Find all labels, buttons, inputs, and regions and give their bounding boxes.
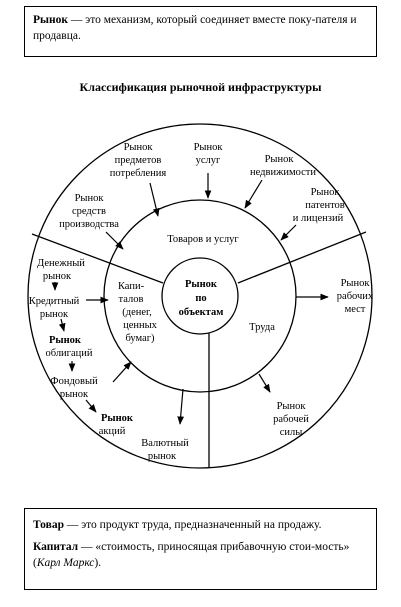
svg-text:Рынок: Рынок <box>311 187 341 198</box>
label-consumer-goods: Рынок предметов потребления <box>110 142 167 179</box>
label-credit-market: Кредитный рынок <box>29 296 80 320</box>
goods-text: — это продукт труда, предназначенный на … <box>63 519 322 531</box>
svg-text:Рынок: Рынок <box>277 401 307 412</box>
divider-goods-capital <box>31 233 164 284</box>
label-means-of-production: Рынок средств производства <box>59 193 119 230</box>
capital-author: Карл Маркс <box>36 557 95 569</box>
svg-text:рынок: рынок <box>40 309 69 320</box>
label-labor-force-market: Рынок рабочей силы <box>273 401 309 438</box>
svg-text:рынок: рынок <box>43 271 72 282</box>
diagram-title: Классификация рыночной инфраструктуры <box>79 80 322 94</box>
svg-text:талов: талов <box>119 294 144 305</box>
capital-text: — «стоимость, приносящая прибавочную сто… <box>33 541 350 569</box>
capital-end: ). <box>94 557 102 569</box>
svg-text:Валютный: Валютный <box>141 438 189 449</box>
svg-text:Денежный: Денежный <box>37 258 85 269</box>
label-currency-market: Валютный рынок <box>141 438 189 462</box>
svg-text:рабочих: рабочих <box>337 291 374 302</box>
arrow-consumer-goods <box>149 182 160 217</box>
definitions-bottom-box: Товар — это продукт труда, предназначенн… <box>24 508 377 590</box>
arrow-currency-market <box>177 388 184 425</box>
svg-text:и лицензий: и лицензий <box>293 213 344 224</box>
arrow-labor-force <box>258 373 271 393</box>
definition-market-box: Рынок — это механизм, который соединяет … <box>24 6 377 57</box>
arrow-stock-to-shares <box>85 399 97 413</box>
svg-text:по: по <box>195 293 206 304</box>
svg-text:Рынок: Рынок <box>49 335 82 346</box>
arrow-real-estate <box>244 179 263 209</box>
svg-text:услуг: услуг <box>196 155 221 166</box>
label-shares-market: Рынок акций <box>99 413 134 437</box>
svg-text:(денег,: (денег, <box>122 307 152 318</box>
capital-term: Капитал <box>33 541 79 553</box>
center-label: Рынок по объектам <box>179 279 224 318</box>
svg-text:Рынок: Рынок <box>185 279 218 290</box>
svg-text:Фондовый: Фондовый <box>50 376 98 387</box>
definition-term: Рынок <box>33 14 69 26</box>
svg-text:производства: производства <box>59 219 119 230</box>
svg-text:акций: акций <box>99 426 126 437</box>
svg-text:средств: средств <box>72 206 106 217</box>
svg-text:рынок: рынок <box>148 451 177 462</box>
svg-text:Кредитный: Кредитный <box>29 296 80 307</box>
definition-text: — это механизм, который соединяет вместе… <box>33 14 357 42</box>
svg-text:рабочей: рабочей <box>273 414 309 425</box>
label-bond-market: Рынок облигаций <box>45 335 92 359</box>
svg-text:патентов: патентов <box>305 200 345 211</box>
label-money-market: Денежный рынок <box>37 258 85 282</box>
sector-goods-label: Товаров и услуг <box>167 234 239 245</box>
goods-term: Товар <box>33 519 64 531</box>
arrow-patents <box>280 224 297 241</box>
svg-text:предметов: предметов <box>115 155 162 166</box>
arrow-stock-market <box>112 361 132 383</box>
definition-goods: Товар — это продукт труда, предназначенн… <box>33 517 368 533</box>
label-jobs-market: Рынок рабочих мест <box>337 278 374 315</box>
divider-goods-labor <box>237 231 367 284</box>
svg-text:недвижимости: недвижимости <box>250 167 316 178</box>
label-stock-market: Фондовый рынок <box>50 376 98 400</box>
svg-text:объектам: объектам <box>179 307 224 318</box>
svg-text:бумаг): бумаг) <box>125 333 155 344</box>
sector-capital-label: Капи- талов (денег, ценных бумаг) <box>118 281 158 344</box>
label-real-estate: Рынок недвижимости <box>250 154 316 178</box>
svg-text:Капи-: Капи- <box>118 281 145 292</box>
svg-text:мест: мест <box>345 304 366 315</box>
outer-circle <box>27 123 373 469</box>
svg-text:ценных: ценных <box>123 320 158 331</box>
inner-circle <box>161 257 239 335</box>
svg-text:потребления: потребления <box>110 168 167 179</box>
svg-text:Рынок: Рынок <box>75 193 105 204</box>
svg-text:облигаций: облигаций <box>45 348 92 359</box>
svg-text:Рынок: Рынок <box>124 142 154 153</box>
arrow-credit-to-bonds <box>58 318 66 332</box>
label-patents: Рынок патентов и лицензий <box>293 187 345 224</box>
svg-text:Рынок: Рынок <box>265 154 295 165</box>
svg-text:Рынок: Рынок <box>101 413 134 424</box>
arrow-means-of-production <box>105 231 124 250</box>
sector-labor-label: Труда <box>249 322 275 333</box>
svg-text:Рынок: Рынок <box>341 278 371 289</box>
definition-capital: Капитал — «стоимость, приносящая прибаво… <box>33 539 368 571</box>
svg-text:силы: силы <box>280 427 303 438</box>
label-services: Рынок услуг <box>194 142 224 166</box>
middle-circle <box>103 199 297 393</box>
svg-text:рынок: рынок <box>60 389 89 400</box>
svg-text:Рынок: Рынок <box>194 142 224 153</box>
